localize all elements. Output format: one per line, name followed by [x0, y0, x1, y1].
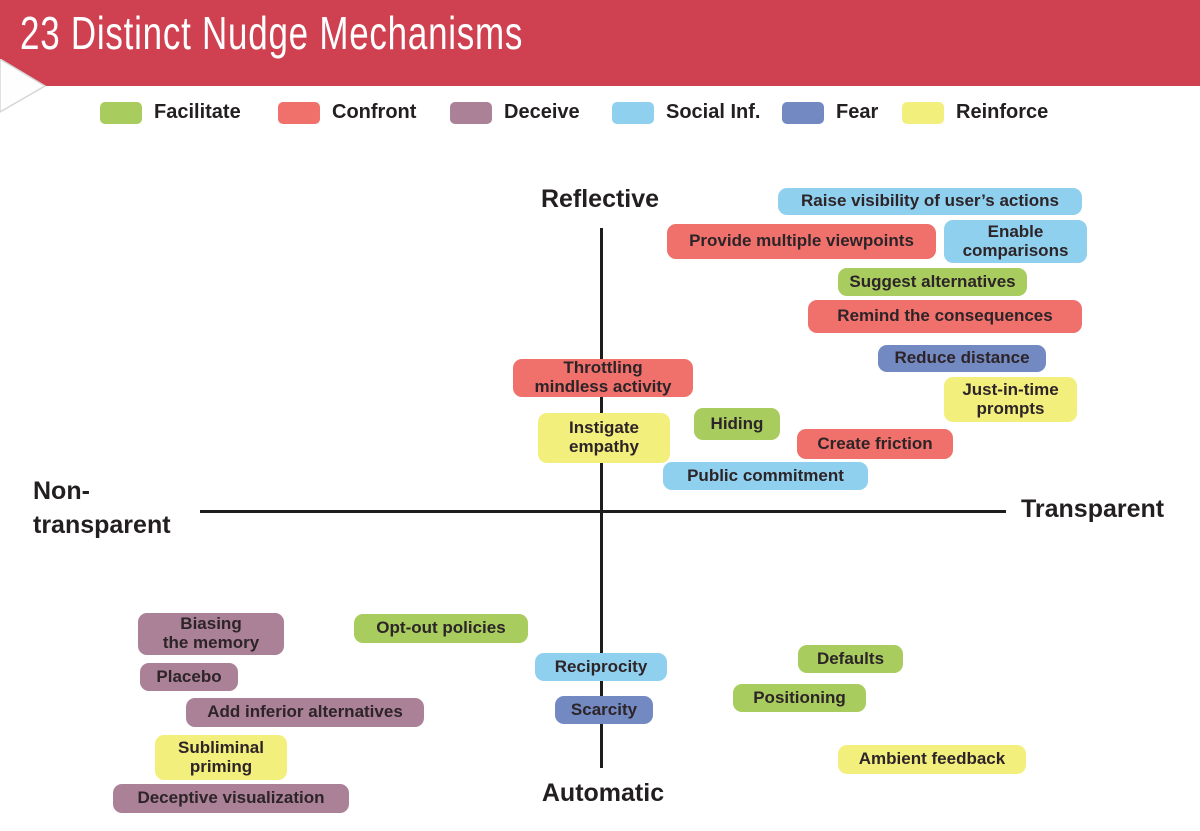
mechanism-add-inferior-alternatives: Add inferior alternatives [186, 698, 424, 727]
legend-label: Confront [332, 101, 417, 123]
legend-label: Social Inf. [666, 101, 761, 123]
social-swatch-icon [612, 101, 654, 124]
legend-item-facilitate: Facilitate [100, 101, 241, 124]
deceive-swatch-icon [450, 101, 492, 124]
mechanism-create-friction: Create friction [797, 429, 953, 459]
legend-label: Fear [836, 101, 879, 123]
mechanism-defaults: Defaults [798, 645, 903, 673]
legend-item-fear: Fear [782, 101, 878, 124]
horizontal-axis-line [200, 510, 1006, 513]
axis-label-non-transparent: Non- transparent [33, 477, 171, 539]
legend-item-confront: Confront [278, 101, 416, 124]
confront-swatch-icon [278, 101, 320, 124]
axis-label-reflective: Reflective [540, 185, 660, 213]
legend-item-deceive: Deceive [450, 101, 580, 124]
mechanism-raise-visibility-of-users-actions: Raise visibility of user’s actions [778, 188, 1082, 215]
title-banner: 23 Distinct Nudge Mechanisms [0, 0, 1200, 86]
axis-label-automatic: Automatic [541, 779, 665, 807]
mechanism-public-commitment: Public commitment [663, 462, 868, 490]
mechanism-opt-out-policies: Opt-out policies [354, 614, 528, 643]
ribbon-fold-icon [0, 59, 47, 113]
mechanism-throttling-mindless-activity: Throttling mindless activity [513, 358, 693, 397]
mechanism-subliminal-priming: Subliminal priming [155, 735, 287, 780]
mechanism-remind-the-consequences: Remind the consequences [808, 300, 1082, 333]
mechanism-enable-comparisons: Enable comparisons [944, 220, 1087, 263]
mechanism-instigate-empathy: Instigate empathy [538, 413, 670, 463]
mechanism-deceptive-visualization: Deceptive visualization [113, 784, 349, 813]
page-title: 23 Distinct Nudge Mechanisms [20, 7, 524, 59]
legend-label: Deceive [504, 101, 580, 123]
mechanism-reduce-distance: Reduce distance [878, 345, 1046, 372]
facilitate-swatch-icon [100, 101, 142, 124]
mechanism-scarcity: Scarcity [555, 696, 653, 724]
mechanism-positioning: Positioning [733, 684, 866, 712]
fear-swatch-icon [782, 101, 824, 124]
legend-label: Facilitate [154, 101, 241, 123]
mechanism-reciprocity: Reciprocity [535, 653, 667, 681]
mechanism-hiding: Hiding [694, 408, 780, 440]
legend-label: Reinforce [956, 101, 1049, 123]
mechanism-ambient-feedback: Ambient feedback [838, 745, 1026, 774]
reinforce-swatch-icon [902, 101, 944, 124]
vertical-axis-line [600, 228, 603, 768]
mechanism-suggest-alternatives: Suggest alternatives [838, 268, 1027, 296]
mechanism-provide-multiple-viewpoints: Provide multiple viewpoints [667, 224, 936, 259]
legend-item-social: Social Inf. [612, 101, 760, 124]
legend-item-reinforce: Reinforce [902, 101, 1048, 124]
mechanism-just-in-time-prompts: Just-in-time prompts [944, 377, 1077, 422]
axis-label-transparent: Transparent [1021, 495, 1165, 523]
mechanism-placebo: Placebo [140, 663, 238, 691]
mechanism-biasing-the-memory: Biasing the memory [138, 613, 284, 655]
